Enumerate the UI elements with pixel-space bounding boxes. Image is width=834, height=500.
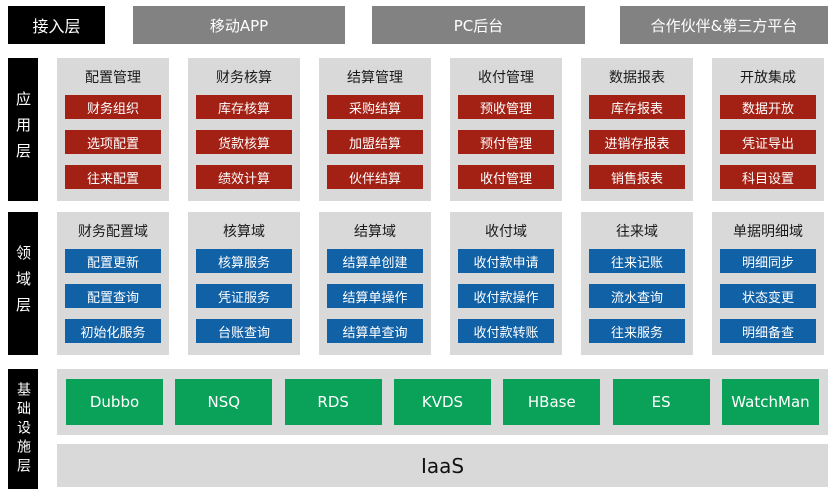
module-box: 库存报表	[589, 95, 685, 119]
module-box: 结算单操作	[327, 284, 423, 308]
component-es: ES	[612, 379, 710, 425]
domain-layer-columns: 财务配置域 配置更新 配置查询 初始化服务 核算域 核算服务 凭证服务 台账查询…	[57, 212, 824, 355]
infrastructure-layer-label: 基础设施层	[15, 381, 31, 477]
module-box: 预付管理	[458, 130, 554, 154]
access-entry-partner-platform: 合作伙伴&第三方平台	[620, 6, 828, 44]
column-title: 结算管理	[347, 70, 403, 86]
module-box: 明细同步	[720, 249, 816, 273]
module-box: 明细备查	[720, 319, 816, 343]
domain-column-settlement: 结算域 结算单创建 结算单操作 结算单查询	[319, 212, 431, 355]
column-title: 单据明细域	[733, 224, 803, 240]
application-layer-sidebar: 应用层	[8, 58, 38, 201]
column-title: 收付管理	[478, 70, 534, 86]
module-box: 状态变更	[720, 284, 816, 308]
module-box: 收付款转账	[458, 319, 554, 343]
application-layer-label: 应用层	[14, 90, 32, 169]
access-entry-mobile-app: 移动APP	[133, 6, 345, 44]
module-box: 加盟结算	[327, 130, 423, 154]
column-title: 收付域	[485, 224, 527, 240]
domain-layer-sidebar: 领域层	[8, 212, 38, 355]
domain-column-accounting: 核算域 核算服务 凭证服务 台账查询	[188, 212, 300, 355]
module-box: 伙伴结算	[327, 165, 423, 189]
domain-layer-label: 领域层	[14, 244, 32, 323]
access-entry-pc-backend: PC后台	[372, 6, 585, 44]
module-box: 绩效计算	[196, 165, 292, 189]
module-box: 收付款申请	[458, 249, 554, 273]
module-box: 核算服务	[196, 249, 292, 273]
column-title: 往来域	[616, 224, 658, 240]
access-layer-label: 接入层	[8, 6, 105, 44]
module-box: 往来服务	[589, 319, 685, 343]
module-box: 库存核算	[196, 95, 292, 119]
module-box: 财务组织	[65, 95, 161, 119]
infrastructure-layer-sidebar: 基础设施层	[8, 369, 38, 489]
module-box: 结算单创建	[327, 249, 423, 273]
infrastructure-content: Dubbo NSQ RDS KVDS HBase ES WatchMan Iaa…	[57, 369, 828, 489]
component-nsq: NSQ	[175, 379, 273, 425]
module-box: 配置更新	[65, 249, 161, 273]
module-box: 流水查询	[589, 284, 685, 308]
app-column-finance-accounting: 财务核算 库存核算 货款核算 绩效计算	[188, 58, 300, 201]
domain-layer-section: 领域层 财务配置域 配置更新 配置查询 初始化服务 核算域 核算服务 凭证服务 …	[8, 212, 834, 355]
component-kvds: KVDS	[393, 379, 491, 425]
column-title: 配置管理	[85, 70, 141, 86]
app-column-payment-mgmt: 收付管理 预收管理 预付管理 收付管理	[450, 58, 562, 201]
module-box: 预收管理	[458, 95, 554, 119]
app-column-settlement-mgmt: 结算管理 采购结算 加盟结算 伙伴结算	[319, 58, 431, 201]
column-title: 结算域	[354, 224, 396, 240]
column-title: 开放集成	[740, 70, 796, 86]
application-layer-section: 应用层 配置管理 财务组织 选项配置 往来配置 财务核算 库存核算 货款核算 绩…	[8, 58, 834, 201]
module-box: 结算单查询	[327, 319, 423, 343]
module-box: 初始化服务	[65, 319, 161, 343]
infrastructure-layer-section: 基础设施层 Dubbo NSQ RDS KVDS HBase ES WatchM…	[8, 369, 834, 489]
module-box: 货款核算	[196, 130, 292, 154]
access-layer-row: 接入层 移动APP PC后台 合作伙伴&第三方平台	[8, 6, 834, 44]
module-box: 往来记账	[589, 249, 685, 273]
domain-column-transactions: 往来域 往来记账 流水查询 往来服务	[581, 212, 693, 355]
module-box: 台账查询	[196, 319, 292, 343]
column-title: 财务配置域	[78, 224, 148, 240]
domain-column-finance-config: 财务配置域 配置更新 配置查询 初始化服务	[57, 212, 169, 355]
app-column-data-reports: 数据报表 库存报表 进销存报表 销售报表	[581, 58, 693, 201]
module-box: 凭证导出	[720, 130, 816, 154]
module-box: 配置查询	[65, 284, 161, 308]
module-box: 收付管理	[458, 165, 554, 189]
column-title: 数据报表	[609, 70, 665, 86]
component-hbase: HBase	[503, 379, 601, 425]
module-box: 进销存报表	[589, 130, 685, 154]
component-watchman: WatchMan	[721, 379, 819, 425]
domain-column-payment: 收付域 收付款申请 收付款操作 收付款转账	[450, 212, 562, 355]
application-layer-columns: 配置管理 财务组织 选项配置 往来配置 财务核算 库存核算 货款核算 绩效计算 …	[57, 58, 824, 201]
module-box: 数据开放	[720, 95, 816, 119]
module-box: 销售报表	[589, 165, 685, 189]
domain-column-document-detail: 单据明细域 明细同步 状态变更 明细备查	[712, 212, 824, 355]
module-box: 选项配置	[65, 130, 161, 154]
module-box: 收付款操作	[458, 284, 554, 308]
module-box: 科目设置	[720, 165, 816, 189]
module-box: 凭证服务	[196, 284, 292, 308]
app-column-open-integration: 开放集成 数据开放 凭证导出 科目设置	[712, 58, 824, 201]
column-title: 核算域	[223, 224, 265, 240]
iaas-panel: IaaS	[57, 444, 828, 487]
module-box: 采购结算	[327, 95, 423, 119]
module-box: 往来配置	[65, 165, 161, 189]
middleware-panel: Dubbo NSQ RDS KVDS HBase ES WatchMan	[57, 369, 828, 435]
column-title: 财务核算	[216, 70, 272, 86]
app-column-config-mgmt: 配置管理 财务组织 选项配置 往来配置	[57, 58, 169, 201]
component-dubbo: Dubbo	[66, 379, 163, 425]
component-rds: RDS	[284, 379, 382, 425]
